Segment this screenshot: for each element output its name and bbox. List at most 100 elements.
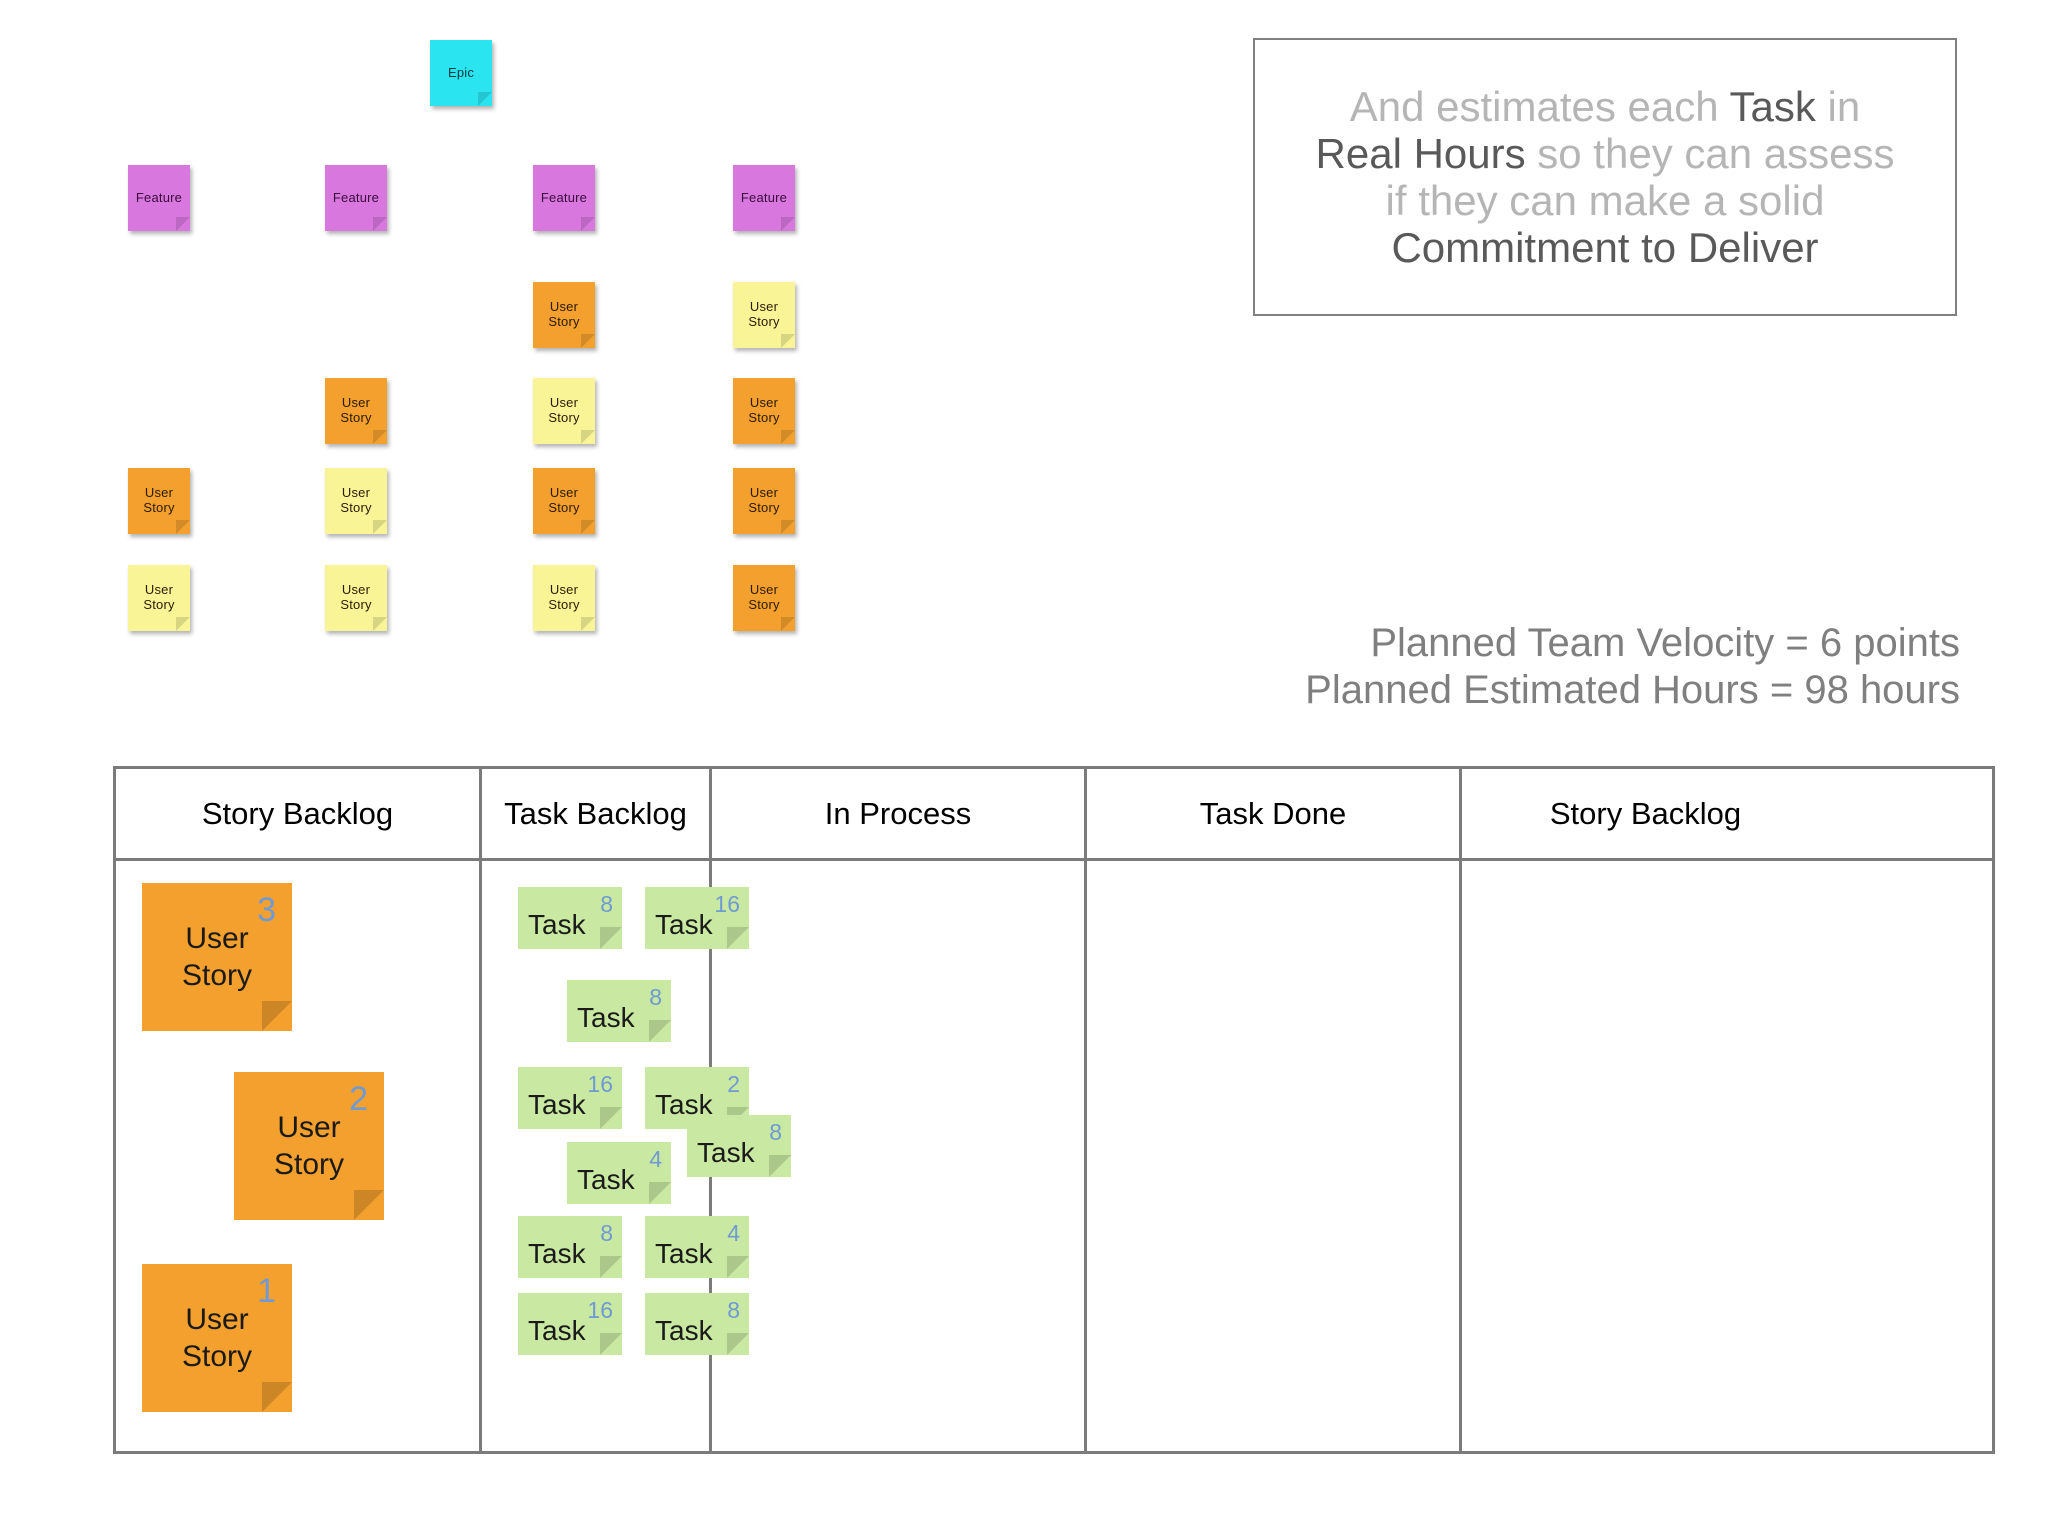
feature-note-4[interactable]: Feature — [733, 165, 795, 231]
note-fold-corner — [581, 217, 595, 231]
task-card-label: Task — [577, 1163, 635, 1195]
epic-note[interactable]: Epic — [430, 40, 492, 106]
note-fold-corner — [781, 217, 795, 231]
note-fold-corner — [176, 520, 190, 534]
task-card-1[interactable]: Task 8 — [518, 887, 622, 949]
note-fold-corner — [176, 617, 190, 631]
note-fold-corner — [781, 617, 795, 631]
note-fold-corner — [727, 1256, 749, 1278]
note-fold-corner — [262, 1382, 292, 1412]
task-hours-value: 8 — [600, 891, 613, 917]
note-fold-corner — [478, 92, 492, 106]
task-hours-value: 8 — [600, 1220, 613, 1246]
note-fold-corner — [373, 430, 387, 444]
callout-text-segment: And estimates each — [1349, 82, 1730, 130]
board-column-header-2: Task Backlog — [482, 769, 712, 858]
note-fold-corner — [373, 520, 387, 534]
task-card-label: Task — [655, 1088, 713, 1120]
story-points-value: 1 — [257, 1272, 276, 1310]
note-fold-corner — [727, 1333, 749, 1355]
callout-text-segment: Task — [1729, 82, 1816, 130]
task-hours-value: 16 — [587, 1297, 613, 1323]
callout-text-segment: Real Hours — [1315, 129, 1526, 177]
task-hours-value: 2 — [727, 1071, 740, 1097]
task-card-label: Task — [577, 1001, 635, 1033]
task-hours-value: 4 — [727, 1220, 740, 1246]
note-fold-corner — [354, 1190, 384, 1220]
note-fold-corner — [649, 1020, 671, 1042]
callout-line-2: Real Hours so they can assess — [1316, 130, 1895, 177]
task-card-label: Task — [528, 1314, 586, 1346]
note-fold-corner — [781, 430, 795, 444]
planned-estimated-hours: Planned Estimated Hours = 98 hours — [1305, 668, 1960, 713]
story-points-value: 2 — [349, 1080, 368, 1118]
board-column-5[interactable] — [1462, 861, 1829, 1451]
note-fold-corner — [727, 927, 749, 949]
callout-text-segment: so they can assess — [1525, 129, 1895, 177]
note-fold-corner — [581, 430, 595, 444]
note-fold-corner — [581, 617, 595, 631]
feature-note-3[interactable]: Feature — [533, 165, 595, 231]
note-fold-corner — [581, 520, 595, 534]
callout-line-3: if they can make a solid — [1386, 177, 1825, 224]
velocity-summary: Planned Team Velocity = 6 points Planned… — [1050, 620, 1960, 714]
callout-text-segment: Commitment to Deliver — [1391, 224, 1819, 272]
feature-note-4-label: Feature — [740, 189, 788, 205]
task-card-label: Task — [528, 908, 586, 940]
note-fold-corner — [600, 1256, 622, 1278]
planned-team-velocity: Planned Team Velocity = 6 points — [1370, 621, 1960, 665]
feature-note-2-label: Feature — [332, 189, 380, 205]
board-column-3[interactable] — [712, 861, 1087, 1451]
board-column-4[interactable] — [1087, 861, 1462, 1451]
task-card-8[interactable]: Task 8 — [518, 1216, 622, 1278]
task-hours-value: 16 — [587, 1071, 613, 1097]
epic-note-label: Epic — [447, 64, 475, 80]
task-card-label: Task — [655, 1314, 713, 1346]
feature-note-2[interactable]: Feature — [325, 165, 387, 231]
feature-note-1[interactable]: Feature — [128, 165, 190, 231]
task-card-label: Task — [528, 1237, 586, 1269]
